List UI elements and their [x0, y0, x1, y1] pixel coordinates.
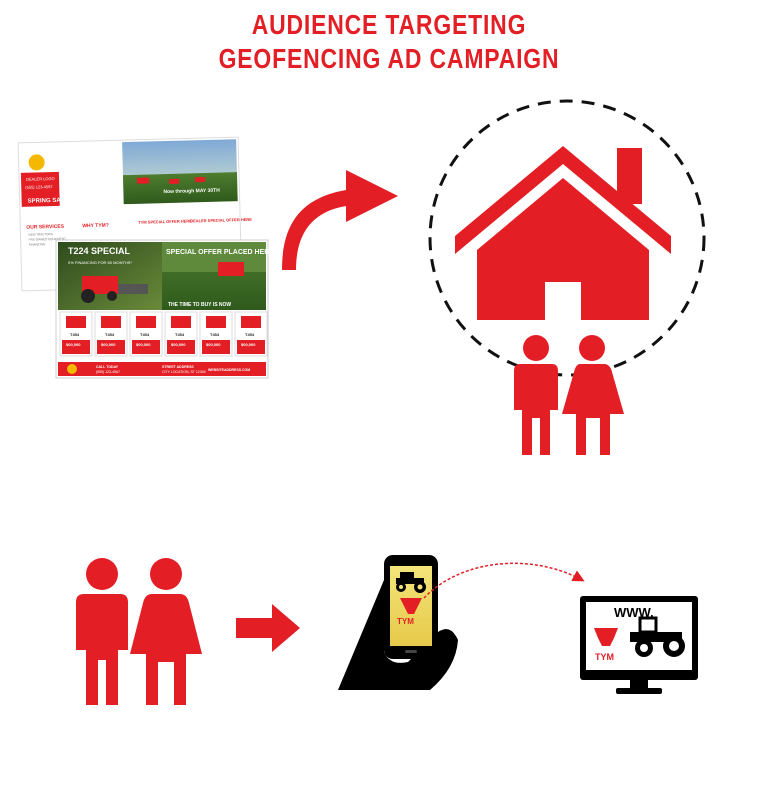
phone-brand: TYM: [397, 617, 414, 626]
product-model: T454: [70, 332, 80, 337]
hand-phone-icon: TYM: [338, 555, 458, 690]
service-item: FINANCING: [29, 242, 46, 246]
mailer-tym-special: TYM SPECIAL OFFER HERE: [138, 218, 192, 224]
service-item: PRE-OWNED EQUIPMENT: [29, 237, 67, 242]
product-price: $00,000: [136, 342, 151, 347]
tym-logo-icon: [400, 598, 422, 614]
tractor-icon: [66, 316, 86, 328]
product-model: T454: [175, 332, 185, 337]
tractor-icon: [82, 276, 118, 294]
product-price: $00,000: [171, 342, 186, 347]
mailer-postcard: DEALER LOGO (555) 123-4567 SPRING SALE O…: [17, 136, 274, 379]
mailer-why-tym: WHY TYM?: [82, 223, 109, 230]
tractor-icon: [137, 177, 150, 184]
monitor-icon: WWW. TYM: [580, 596, 698, 694]
mailer-our-services: OUR SERVICES: [26, 224, 65, 231]
mailer-dealer-special: DEALER SPECIAL OFFER HERE: [190, 217, 252, 224]
right-arrow-icon: [236, 604, 300, 652]
product-model: T454: [245, 332, 255, 337]
mailer-footer-phone: (555) 123-4567: [96, 370, 120, 374]
people-icon: [514, 335, 624, 455]
mailer-product-row: T454 T454 T454 T454 T454 T454 $00,000 $0…: [59, 311, 268, 357]
mailer-t224-special: T224 SPECIAL: [68, 246, 131, 256]
mailer-banner-headline: Now through MAY 30TH: [163, 188, 220, 195]
curved-arrow-icon: [282, 170, 398, 270]
product-model: T454: [140, 332, 150, 337]
title-line-1: AUDIENCE TARGETING: [251, 9, 527, 40]
product-price: $00,000: [241, 342, 256, 347]
mailer-footer-bar: [58, 362, 266, 376]
tractor-icon: [101, 316, 121, 328]
house-icon: [455, 146, 671, 320]
dealer-logo-icon: [28, 154, 45, 171]
tractor-icon: [136, 316, 156, 328]
tractor-icon: [195, 177, 206, 183]
tractor-icon: [169, 178, 180, 184]
mailer-website: WEBSITEADDRESS.COM: [208, 368, 250, 372]
mailer-red-panel: [20, 171, 60, 207]
product-price: $00,000: [101, 342, 116, 347]
tractor-icon: [241, 316, 261, 328]
tractor-icon: [171, 316, 191, 328]
mailer-city: CITY LOCATION, ST 12345: [162, 370, 206, 374]
mailer-phone: (555) 123-4567: [25, 184, 53, 190]
monitor-brand: TYM: [595, 652, 614, 662]
product-model: T454: [105, 332, 115, 337]
mailer-spring-sale: SPRING SALE: [28, 198, 69, 205]
people-icon: [76, 558, 202, 705]
product-price: $00,000: [66, 342, 81, 347]
loader-bucket: [118, 284, 148, 294]
mailer-call-today: CALL TODAY: [96, 365, 119, 369]
mailer-time-to-buy: THE TIME TO BUY IS NOW: [168, 302, 231, 308]
mailer-t224-financing: 0% FINANCING FOR 60 MONTHS*: [68, 260, 132, 265]
mailer-special-offer: SPECIAL OFFER PLACED HERE: [166, 249, 274, 256]
service-item: NEW TRACTORS: [28, 232, 52, 237]
tractor-icon: [218, 262, 244, 276]
phone-to-web-arrow: [423, 562, 585, 599]
product-price: $00,000: [206, 342, 221, 347]
mailer-dealer-logo: DEALER LOGO: [26, 176, 55, 182]
tractor-icon: [206, 316, 226, 328]
mailer-street: STREET ADDRESS: [162, 365, 194, 369]
title-line-2: GEOFENCING AD CAMPAIGN: [218, 43, 560, 74]
monitor-url-text: WWW.: [614, 605, 654, 620]
product-model: T454: [210, 332, 220, 337]
tym-logo-icon: [594, 628, 618, 646]
dealer-logo-icon: [67, 364, 77, 374]
geofence-circle: [428, 99, 706, 377]
